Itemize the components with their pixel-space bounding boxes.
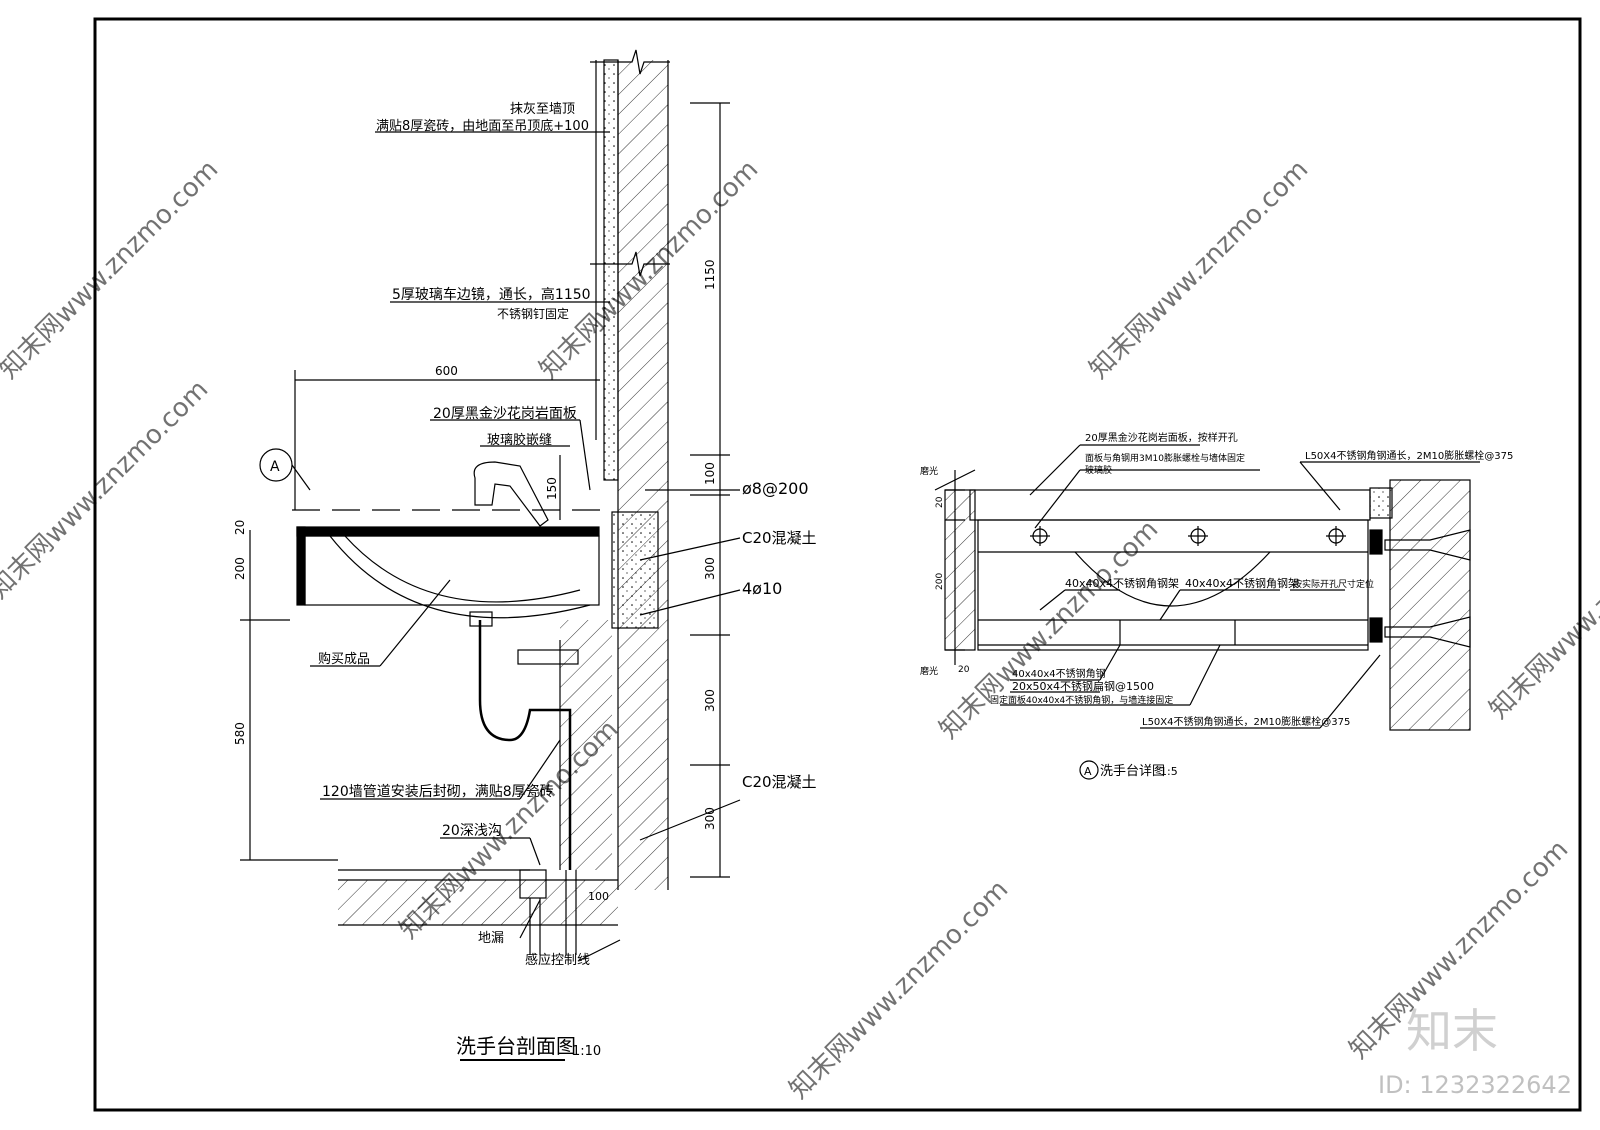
detail-note-bolt: 面板与角钢用3M10膨胀螺栓与墙体固定 bbox=[1085, 452, 1245, 464]
note-pipe-wall: 120墙管道安装后封砌，满贴8厚瓷砖 bbox=[322, 784, 554, 800]
detail-note-b3: 固定面板40x40x4不锈钢角钢，与墙连接固定 bbox=[990, 694, 1173, 706]
dim-300c: 300 bbox=[703, 807, 717, 830]
detail-note-frame1: 40x40x4不锈钢角钢架 bbox=[1065, 577, 1179, 590]
dim-100: 100 bbox=[703, 462, 717, 485]
tile-layer bbox=[603, 59, 619, 481]
section-scale: 1:10 bbox=[572, 1044, 601, 1059]
watermark-id: ID: 1232322642 bbox=[1378, 1071, 1572, 1099]
concrete-beam bbox=[611, 511, 659, 629]
note-glass-glue: 玻璃胶嵌缝 bbox=[487, 432, 552, 448]
section-view bbox=[240, 49, 741, 1061]
countertop bbox=[296, 526, 600, 537]
drawing-frame bbox=[93, 17, 1582, 1112]
wall-hatch bbox=[618, 60, 668, 890]
detail-dim-20a: 20 bbox=[935, 496, 945, 508]
watermark-site-9: 知末网www.znzmo.com bbox=[1484, 494, 1600, 725]
detail-view bbox=[934, 444, 1480, 780]
note-tile: 满贴8厚瓷砖，由地面至吊顶底+100 bbox=[376, 118, 589, 134]
watermark-site-7: 知末网www.znzmo.com bbox=[784, 874, 1015, 1105]
detail-note-b1: 40x40x4不锈钢角钢 bbox=[1012, 667, 1106, 680]
detail-note-fixed: 按实际开孔尺寸定位 bbox=[1293, 578, 1374, 590]
note-sensor-line: 感应控制线 bbox=[525, 952, 590, 968]
dim-1150: 1150 bbox=[703, 259, 717, 290]
detail-dim-20b: 20 bbox=[958, 665, 970, 675]
note-groove: 20深浅沟 bbox=[442, 823, 502, 839]
note-concrete-2: C20混凝土 bbox=[742, 773, 817, 791]
watermark-brand: 知末 bbox=[1406, 1004, 1498, 1058]
dim-200: 200 bbox=[233, 557, 247, 580]
note-granite: 20厚黑金沙花岗岩面板 bbox=[433, 406, 577, 422]
note-bought: 购买成品 bbox=[318, 651, 370, 667]
note-concrete-1: C20混凝土 bbox=[742, 529, 817, 547]
detail-scale: 1:5 bbox=[1160, 765, 1178, 778]
dim-150: 150 bbox=[545, 477, 559, 500]
dim-580: 580 bbox=[233, 722, 247, 745]
detail-note-b2: 20x50x4不锈钢扁钢@1500 bbox=[1012, 680, 1154, 693]
detail-note-angle-top: L50X4不锈钢角钢通长，2M10膨胀螺栓@375 bbox=[1305, 449, 1513, 462]
faucet bbox=[473, 461, 549, 527]
note-rebar: ø8@200 bbox=[742, 479, 809, 498]
watermark-site-3: 知末网www.znzmo.com bbox=[1084, 154, 1315, 385]
detail-note-angle-bot: L50X4不锈钢角钢通长，2M10膨胀螺栓@375 bbox=[1142, 715, 1350, 728]
dim-600: 600 bbox=[435, 364, 458, 378]
detail-note-glue: 玻璃胶 bbox=[1085, 464, 1112, 476]
dim-300b: 300 bbox=[703, 689, 717, 712]
watermark-site-1: 知末网www.znzmo.com bbox=[0, 154, 224, 385]
callout-a-section: A bbox=[270, 459, 280, 475]
detail-dim-200: 200 bbox=[935, 573, 945, 590]
note-mirror: 5厚玻璃车边镜，通长，高1150 bbox=[392, 286, 591, 303]
note-plaster: 抹灰至墙顶 bbox=[510, 102, 575, 117]
detail-title: 洗手台详图 bbox=[1100, 764, 1165, 779]
section-title: 洗手台剖面图 bbox=[456, 1034, 576, 1058]
watermark-group: 知末网www.znzmo.com 知末网www.znzmo.com 知末网www… bbox=[0, 154, 1600, 1105]
pipe-wall bbox=[560, 620, 612, 870]
dim-20: 20 bbox=[233, 520, 247, 535]
note-floor-drain: 地漏 bbox=[478, 930, 504, 946]
watermark-site-4: 知末网www.znzmo.com bbox=[0, 374, 214, 605]
detail-note-top: 20厚黑金沙花岗岩面板，按样开孔 bbox=[1085, 431, 1238, 444]
floor-slab bbox=[338, 880, 618, 925]
note-main-bar: 4ø10 bbox=[742, 579, 782, 598]
detail-note-frame2: 40x40x4不锈钢角钢架 bbox=[1185, 577, 1299, 590]
dim-100b: 100 bbox=[588, 890, 609, 903]
detail-polish-top: 磨光 bbox=[920, 465, 938, 477]
detail-polish-bot: 磨光 bbox=[920, 665, 938, 677]
drain-trap bbox=[478, 620, 572, 870]
detail-wall-right bbox=[1389, 479, 1471, 731]
detail-callout: A bbox=[1084, 765, 1092, 778]
dim-300a: 300 bbox=[703, 557, 717, 580]
note-mirror-fix: 不锈钢钉固定 bbox=[497, 306, 569, 321]
